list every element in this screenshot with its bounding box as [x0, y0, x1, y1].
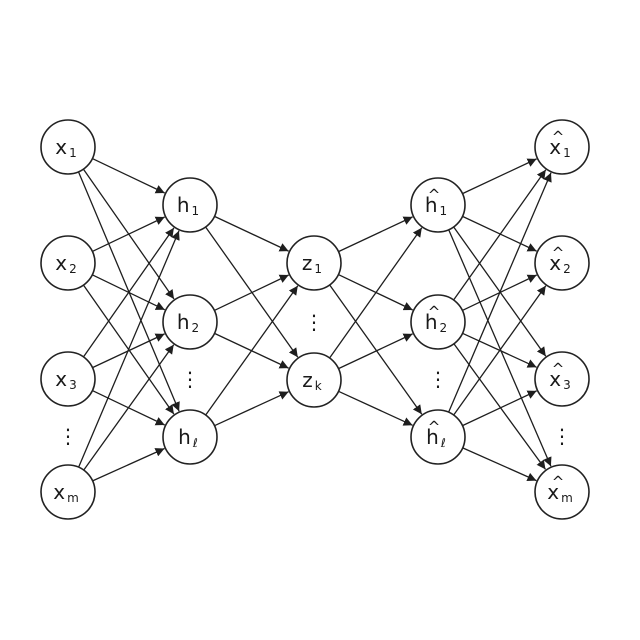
edge-code-1-to-decoder-hidden-3: [330, 285, 422, 414]
node-circle: [41, 120, 95, 174]
hat-accent: ^: [428, 303, 441, 321]
node-label-subscript: 2: [563, 262, 571, 276]
node-label-subscript: 3: [563, 378, 571, 392]
edge-code-1-to-decoder-hidden-1: [339, 217, 413, 252]
node-output-2: x2^: [535, 236, 589, 290]
node-label-subscript: 2: [69, 262, 77, 276]
node-encoder-hidden-3: hℓ: [163, 410, 217, 464]
node-circle: [163, 178, 217, 232]
node-decoder-hidden-2: h2^: [411, 295, 465, 349]
node-label-subscript: 1: [314, 262, 322, 276]
hat-accent: ^: [552, 128, 565, 146]
node-label-subscript: k: [315, 379, 322, 393]
node-label-base: x: [53, 480, 65, 504]
edge-decoder-hidden-1-to-output-1: [463, 159, 537, 194]
node-label-base: x: [55, 367, 67, 391]
node-label-base: z: [302, 368, 313, 392]
node-encoder-hidden-1: h1: [163, 178, 217, 232]
vertical-ellipsis-encoder-hidden: ⋮: [180, 367, 200, 391]
node-decoder-hidden-3: hℓ^: [411, 410, 465, 464]
vertical-ellipsis-code: ⋮: [304, 310, 324, 334]
node-decoder-hidden-1: h1^: [411, 178, 465, 232]
node-label-subscript: m: [561, 491, 573, 505]
edge-input-4-to-encoder-hidden-3: [93, 449, 165, 481]
edge-input-2-to-encoder-hidden-1: [92, 217, 164, 251]
vertical-ellipsis-output: ⋮: [552, 424, 572, 448]
edge-decoder-hidden-3-to-output-4: [463, 448, 537, 481]
hat-accent: ^: [552, 360, 565, 378]
hat-accent: ^: [428, 186, 441, 204]
hat-accent: ^: [428, 418, 441, 436]
edge-decoder-hidden-3-to-output-2: [454, 286, 546, 415]
node-label-subscript: 3: [69, 378, 77, 392]
edge-code-2-to-decoder-hidden-3: [339, 391, 413, 425]
node-label-subscript: ℓ: [192, 436, 198, 450]
node-label-base: x: [55, 251, 67, 275]
edge-input-3-to-encoder-hidden-1: [84, 228, 174, 357]
node-label-subscript: ℓ: [440, 436, 446, 450]
edge-encoder-hidden-3-to-code-2: [215, 392, 289, 426]
hat-accent: ^: [552, 244, 565, 262]
node-label-subscript: 1: [440, 204, 448, 218]
edge-encoder-hidden-1-to-code-1: [215, 216, 289, 251]
hat-accent: ^: [552, 473, 565, 491]
node-label-subscript: 1: [192, 204, 200, 218]
node-input-4: xm: [41, 465, 95, 519]
node-label-subscript: 1: [69, 146, 77, 160]
edge-input-4-to-encoder-hidden-2: [84, 345, 174, 470]
vertical-ellipsis-decoder-hidden: ⋮: [428, 367, 448, 391]
node-input-2: x2: [41, 236, 95, 290]
node-label-base: h: [177, 310, 190, 334]
node-label-base: z: [302, 251, 313, 275]
node-encoder-hidden-2: h2: [163, 295, 217, 349]
edge-input-1-to-encoder-hidden-1: [92, 159, 164, 193]
edge-encoder-hidden-2-to-code-1: [214, 275, 288, 310]
node-label-base: x: [55, 135, 67, 159]
edge-encoder-hidden-3-to-code-1: [206, 286, 298, 415]
node-label-subscript: 2: [192, 321, 200, 335]
edge-code-2-to-decoder-hidden-1: [330, 228, 422, 358]
node-output-3: x3^: [535, 352, 589, 406]
node-input-1: x1: [41, 120, 95, 174]
node-output-4: xm^: [535, 465, 589, 519]
node-label-base: h: [178, 425, 191, 449]
node-label-subscript: 2: [440, 321, 448, 335]
edge-decoder-hidden-2-to-output-1: [454, 170, 546, 300]
node-circle: [41, 352, 95, 406]
node-label-subscript: m: [67, 491, 79, 505]
node-output-1: x1^: [535, 120, 589, 174]
node-input-3: x3: [41, 352, 95, 406]
node-circle: [163, 295, 217, 349]
node-circle: [41, 236, 95, 290]
node-code-1: z1: [287, 236, 341, 290]
edge-code-2-to-decoder-hidden-2: [339, 334, 413, 369]
node-code-2: zk: [287, 353, 341, 407]
node-label-base: h: [177, 193, 190, 217]
node-label-subscript: 1: [563, 146, 571, 160]
vertical-ellipsis-input: ⋮: [58, 424, 78, 448]
